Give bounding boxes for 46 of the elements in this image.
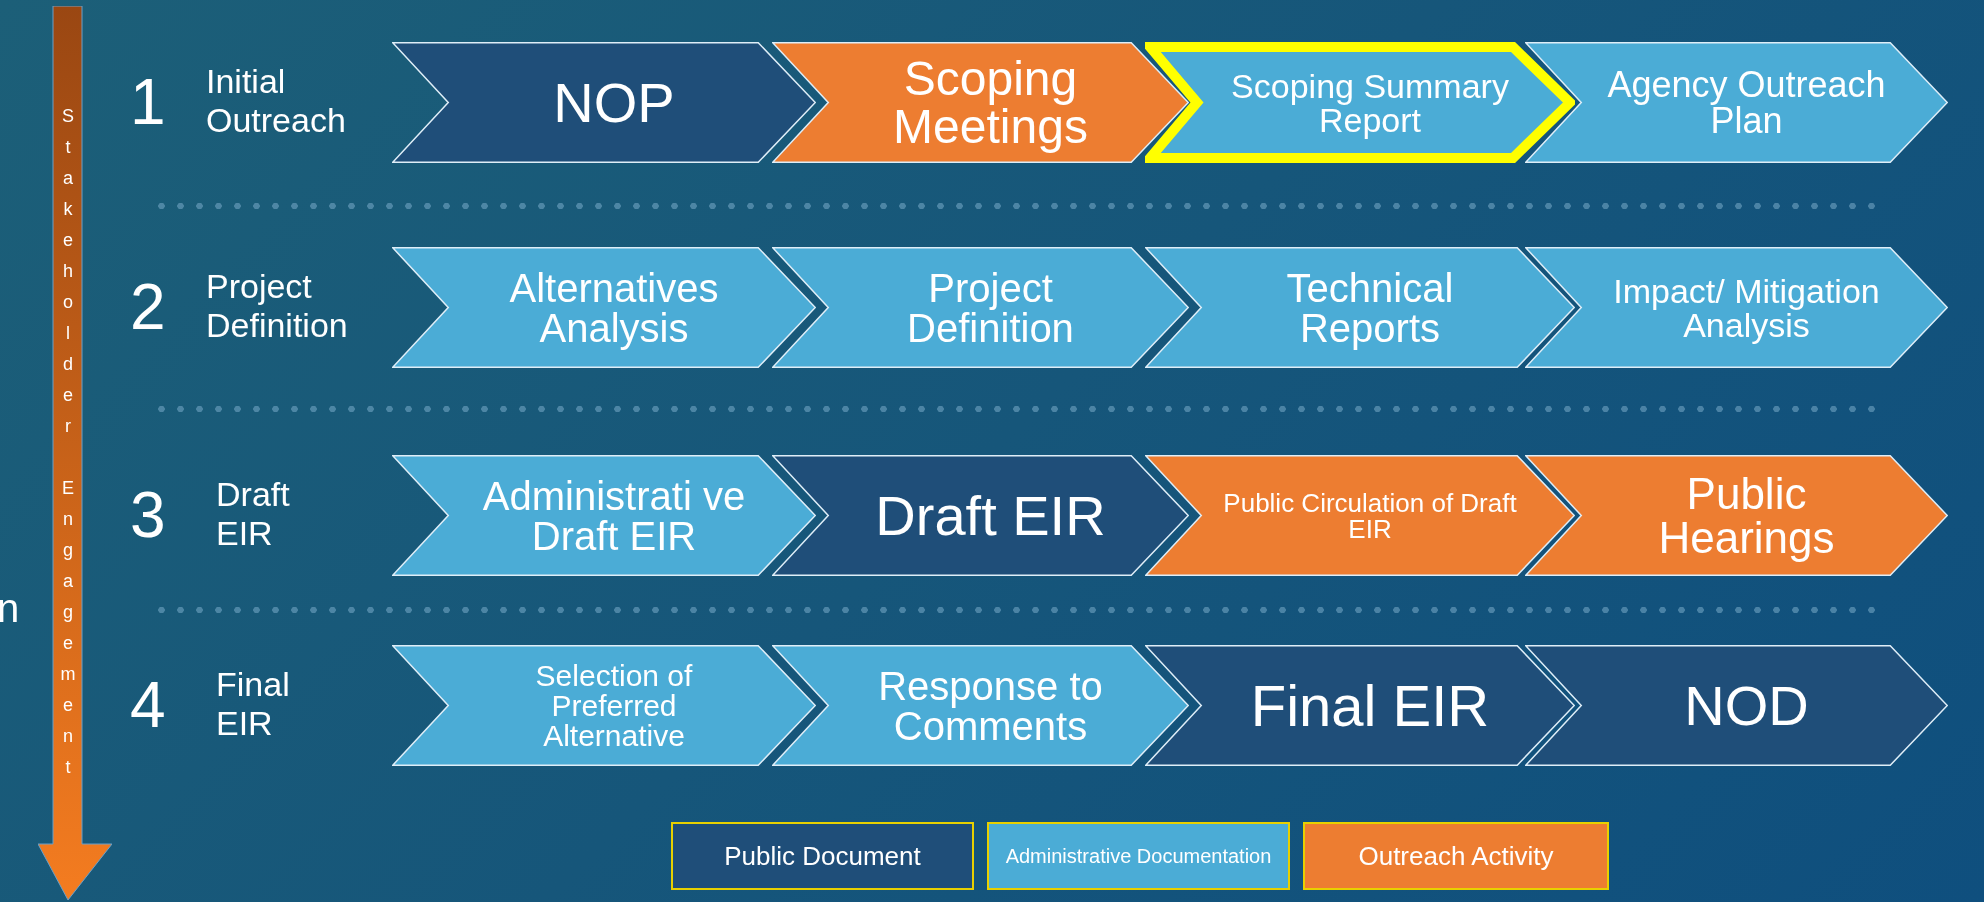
process-step bbox=[1145, 42, 1575, 163]
step-label: Project Definition bbox=[906, 264, 1075, 352]
process-step bbox=[1525, 42, 1948, 163]
phase-title: Initial Outreach bbox=[206, 62, 347, 141]
legend-label: Administrative Documentation bbox=[1004, 844, 1273, 868]
process-step bbox=[392, 42, 816, 163]
step-label: Public Hearings bbox=[1657, 467, 1836, 564]
step-label: Response to Comments bbox=[877, 662, 1104, 750]
process-step bbox=[772, 247, 1189, 368]
step-label: Agency Outreach Plan bbox=[1606, 62, 1887, 143]
step-label: NOD bbox=[1683, 672, 1810, 739]
process-step bbox=[1525, 645, 1948, 766]
step-number: 4 bbox=[130, 668, 166, 743]
phase-title: Project Definition bbox=[206, 267, 349, 346]
phase-title: Final EIR bbox=[216, 665, 291, 744]
step-label: NOP bbox=[552, 69, 676, 136]
phase-title: Draft EIR bbox=[216, 475, 291, 554]
process-step bbox=[392, 247, 816, 368]
step-label: Public Circulation of Draft EIR bbox=[1222, 486, 1518, 546]
process-step bbox=[1145, 247, 1575, 368]
step-number: 2 bbox=[130, 270, 166, 345]
process-step bbox=[392, 455, 816, 576]
process-step bbox=[392, 645, 816, 766]
process-step bbox=[1525, 247, 1948, 368]
process-step bbox=[772, 455, 1189, 576]
step-number: 3 bbox=[130, 478, 166, 553]
process-step bbox=[1145, 455, 1575, 576]
process-step bbox=[772, 645, 1189, 766]
step-label: Alternatives Analysis bbox=[508, 264, 720, 352]
down-arrow bbox=[38, 6, 112, 900]
vertical-label: Stakeholder Engagement bbox=[57, 106, 79, 788]
step-label: Scoping Summary Report bbox=[1230, 65, 1510, 141]
step-label: Selection of Preferred Alternative bbox=[534, 657, 694, 754]
process-step bbox=[1145, 645, 1575, 766]
cropped-text: n bbox=[0, 585, 20, 631]
step-label: Administrati ve Draft EIR bbox=[481, 472, 747, 560]
step-number: 1 bbox=[130, 65, 166, 140]
step-label: Technical Reports bbox=[1285, 264, 1455, 352]
step-label: Draft EIR bbox=[874, 482, 1107, 549]
step-label: Final EIR bbox=[1249, 671, 1491, 740]
legend-label: Outreach Activity bbox=[1357, 840, 1555, 872]
step-label: Scoping Meetings bbox=[892, 50, 1089, 155]
process-step bbox=[1525, 455, 1948, 576]
legend-label: Public Document bbox=[723, 840, 922, 872]
step-label: Impact/ Mitigation Analysis bbox=[1612, 270, 1881, 346]
process-step bbox=[772, 42, 1189, 163]
